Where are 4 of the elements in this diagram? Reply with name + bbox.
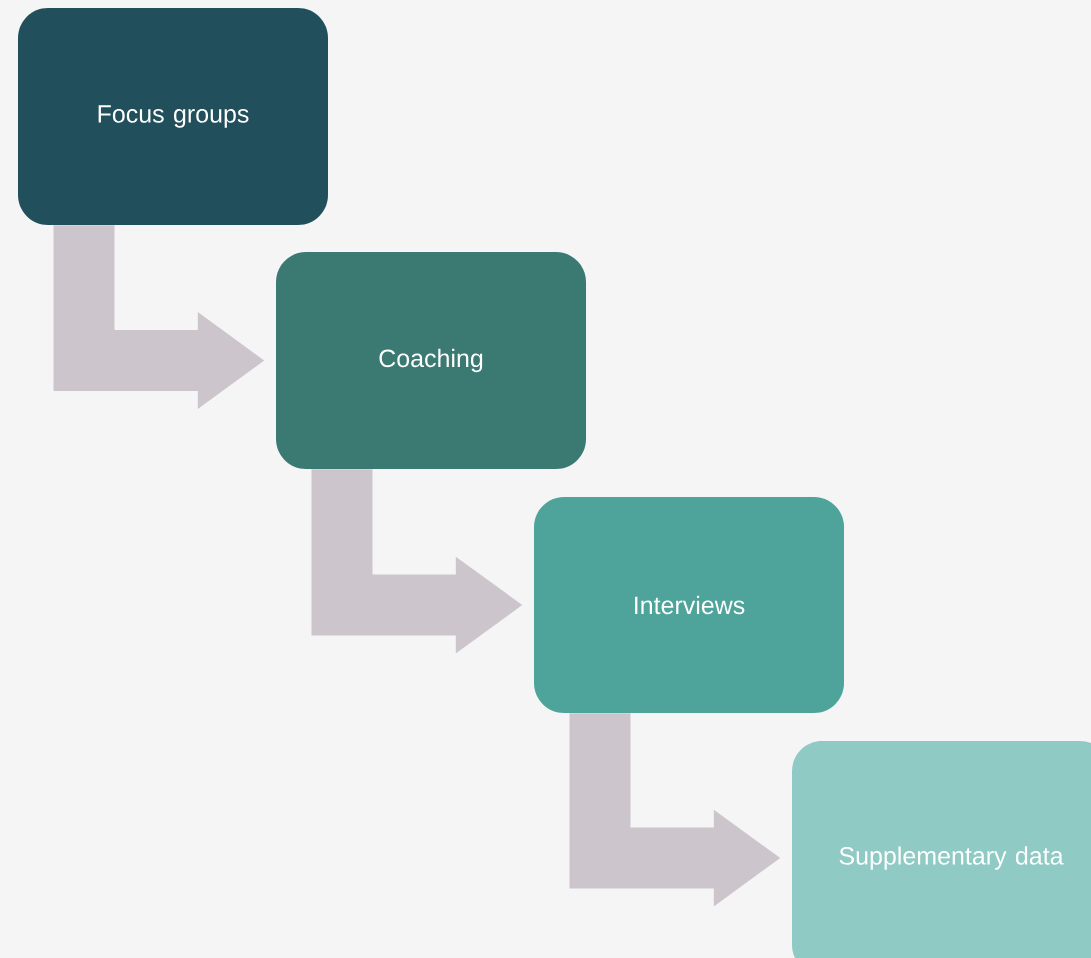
process-box: Supplementary data <box>792 741 1091 958</box>
process-box: Focus groups <box>18 8 328 225</box>
process-box: Coaching <box>276 252 586 469</box>
process-box: Interviews <box>534 497 844 713</box>
